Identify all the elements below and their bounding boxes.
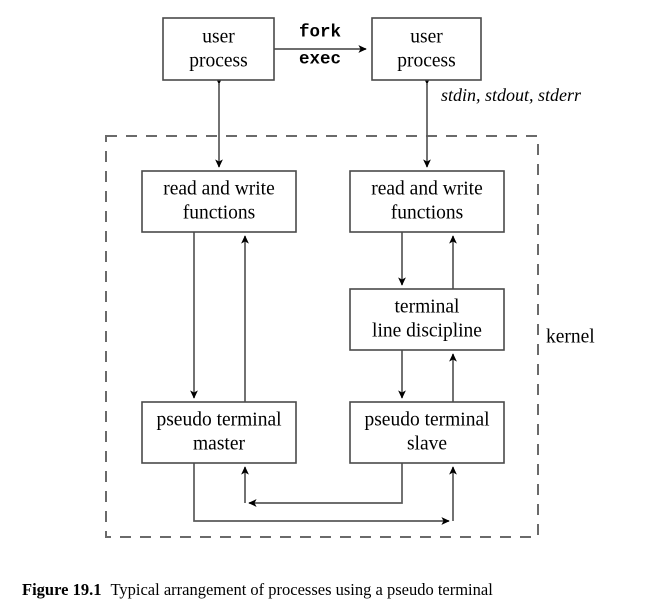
connector-ptm-to-pts-loop — [193, 463, 450, 525]
box-terminal-line-discipline[interactable] — [349, 288, 505, 351]
connector-pts-to-ptm-loop — [248, 463, 403, 507]
figure-caption-text: Typical arrangement of processes using a… — [110, 580, 493, 599]
box-user-process-right-line1: user — [410, 26, 443, 47]
label-fork: fork — [299, 23, 341, 43]
box-rw-left-line2: functions — [183, 202, 256, 223]
box-pts-line2: slave — [407, 433, 447, 454]
label-exec: exec — [299, 50, 341, 70]
box-read-write-functions-left[interactable] — [141, 170, 297, 233]
label-stdio: stdin, stdout, stderr — [441, 85, 582, 105]
box-user-process-left[interactable] — [162, 17, 275, 81]
figure-caption-number: Figure 19.1 — [22, 580, 102, 599]
box-ptm-line2: master — [193, 433, 245, 454]
kernel-boundary — [105, 135, 539, 538]
box-tty-line2: line discipline — [372, 320, 482, 341]
box-rw-right-line1: read and write — [371, 178, 483, 199]
box-user-process-right[interactable] — [371, 17, 482, 81]
box-pts-line1: pseudo terminal — [364, 409, 490, 430]
box-rw-left-line1: read and write — [163, 178, 275, 199]
box-pseudo-terminal-master[interactable] — [141, 401, 297, 464]
box-read-write-functions-right[interactable] — [349, 170, 505, 233]
box-pseudo-terminal-slave[interactable] — [349, 401, 505, 464]
box-ptm-line1: pseudo terminal — [156, 409, 282, 430]
label-kernel: kernel — [546, 326, 595, 347]
box-tty-line1: terminal — [395, 296, 461, 317]
box-user-process-left-line1: user — [202, 26, 235, 47]
box-user-process-right-line2: process — [397, 50, 455, 71]
box-rw-right-line2: functions — [391, 202, 464, 223]
figure-caption: Figure 19.1 Typical arrangement of proces… — [22, 580, 642, 600]
box-user-process-left-line2: process — [189, 50, 247, 71]
